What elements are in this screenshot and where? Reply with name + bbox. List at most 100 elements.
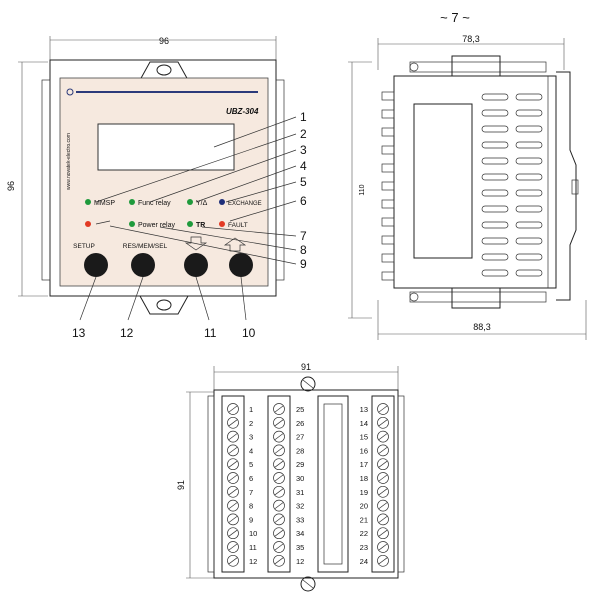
left-screw-slot	[228, 433, 238, 440]
callout-7: 7	[300, 229, 307, 243]
left-screw	[227, 499, 239, 512]
left-terminal-label: 12	[249, 557, 257, 566]
up-button[interactable]	[229, 253, 253, 277]
website-label: www.novatek-electro.com	[66, 133, 72, 190]
front-width-dim: 96	[159, 36, 169, 46]
left-clip	[41, 79, 51, 281]
left-screw	[227, 513, 239, 526]
right-terminal-screws	[377, 403, 389, 567]
left-screw	[227, 416, 239, 429]
middle-screw	[273, 554, 285, 567]
right-terminal-label: 22	[360, 529, 368, 538]
right-terminal-label: 20	[360, 502, 368, 511]
right-terminal-label: 24	[360, 557, 368, 566]
led-mmsp	[85, 199, 91, 205]
right-screw-slot	[378, 529, 388, 537]
right-screw	[377, 499, 389, 512]
left-screw-slot	[228, 447, 238, 454]
middle-screw-slot	[274, 557, 284, 565]
middle-terminal-label: 26	[296, 419, 304, 428]
middle-screw	[273, 472, 285, 484]
side-bottom-dim: 88,3	[473, 322, 491, 332]
middle-screw	[273, 416, 285, 429]
right-screw	[377, 430, 389, 443]
right-terminal-label: 17	[360, 460, 368, 469]
left-screw-slot	[228, 474, 238, 482]
terminal-left-flange	[207, 395, 215, 573]
bottom-screw-head	[409, 292, 419, 302]
middle-screw-slot	[274, 447, 284, 454]
right-terminal-strip	[371, 395, 395, 573]
left-screw-slot	[228, 488, 238, 496]
callout-2: 2	[300, 127, 307, 141]
alarm-mark	[95, 220, 111, 225]
top-screw-head	[409, 62, 419, 72]
callout-9: 9	[300, 257, 307, 271]
brand-logo	[66, 88, 74, 96]
middle-screw	[273, 499, 285, 512]
middle-screw	[273, 485, 285, 498]
middle-terminal-label: 32	[296, 502, 304, 511]
right-screw	[377, 416, 389, 429]
led-tr	[187, 221, 193, 227]
res-mem-sel-label: RES/MEM/SEL	[123, 243, 168, 250]
left-terminal-label: 7	[249, 488, 253, 497]
right-screw-slot	[378, 543, 388, 551]
middle-screw	[273, 458, 285, 471]
middle-screw-slot	[274, 488, 284, 496]
top-mounting-ear	[139, 61, 189, 81]
middle-terminal-label: 25	[296, 405, 304, 414]
led-y-delta	[187, 199, 193, 205]
center-slot	[317, 395, 349, 573]
middle-terminal-label: 27	[296, 433, 304, 442]
right-screw	[377, 458, 389, 471]
callout-10: 10	[242, 326, 256, 340]
side-body	[393, 75, 557, 289]
callout-4: 4	[300, 159, 307, 173]
middle-screw	[273, 403, 285, 415]
center-slot-inner	[323, 403, 343, 565]
right-screw-slot	[378, 516, 388, 523]
middle-terminal-label: 33	[296, 515, 304, 524]
bottom-mounting-hole	[156, 299, 172, 311]
right-screw	[377, 554, 389, 567]
led-exchange-label: EXCHANGE	[228, 201, 262, 207]
middle-terminal-strip	[267, 395, 291, 573]
right-terminal-label: 21	[360, 515, 368, 524]
middle-terminal-label: 34	[296, 529, 304, 538]
top-fixing-screw-slot	[302, 379, 314, 389]
left-screw	[227, 485, 239, 498]
middle-screw	[273, 444, 285, 457]
callout-8: 8	[300, 243, 307, 257]
res-mem-sel-button[interactable]	[131, 253, 155, 277]
middle-screw-slot	[274, 474, 284, 482]
led-y-delta-label: Y/Δ	[196, 200, 208, 207]
down-button[interactable]	[184, 253, 208, 277]
left-terminal-label: 6	[249, 474, 253, 483]
left-terminal-label: 3	[249, 433, 253, 442]
led-power-relay	[129, 221, 135, 227]
right-terminal-label: 13	[360, 405, 368, 414]
setup-button[interactable]	[84, 253, 108, 277]
callout-13: 13	[72, 326, 86, 340]
right-terminal-label: 23	[360, 543, 368, 552]
right-screw-slot	[378, 433, 388, 440]
left-screw	[227, 527, 239, 540]
right-screw	[377, 513, 389, 526]
arrow-down-icon	[184, 236, 208, 251]
left-screw-slot	[228, 529, 238, 537]
right-terminal-label: 15	[360, 433, 368, 442]
middle-terminal-label: 29	[296, 460, 304, 469]
right-screw-slot	[378, 447, 388, 454]
terminal-housing	[213, 389, 399, 579]
bottom-rail	[409, 291, 547, 303]
bottom-mounting-ear	[139, 295, 189, 315]
callout-11: 11	[204, 326, 217, 340]
right-terminal-label: 18	[360, 474, 368, 483]
callout-3: 3	[300, 143, 307, 157]
middle-terminal-label: 12	[296, 557, 304, 566]
led-func-relay-label: Func relay	[138, 200, 171, 207]
